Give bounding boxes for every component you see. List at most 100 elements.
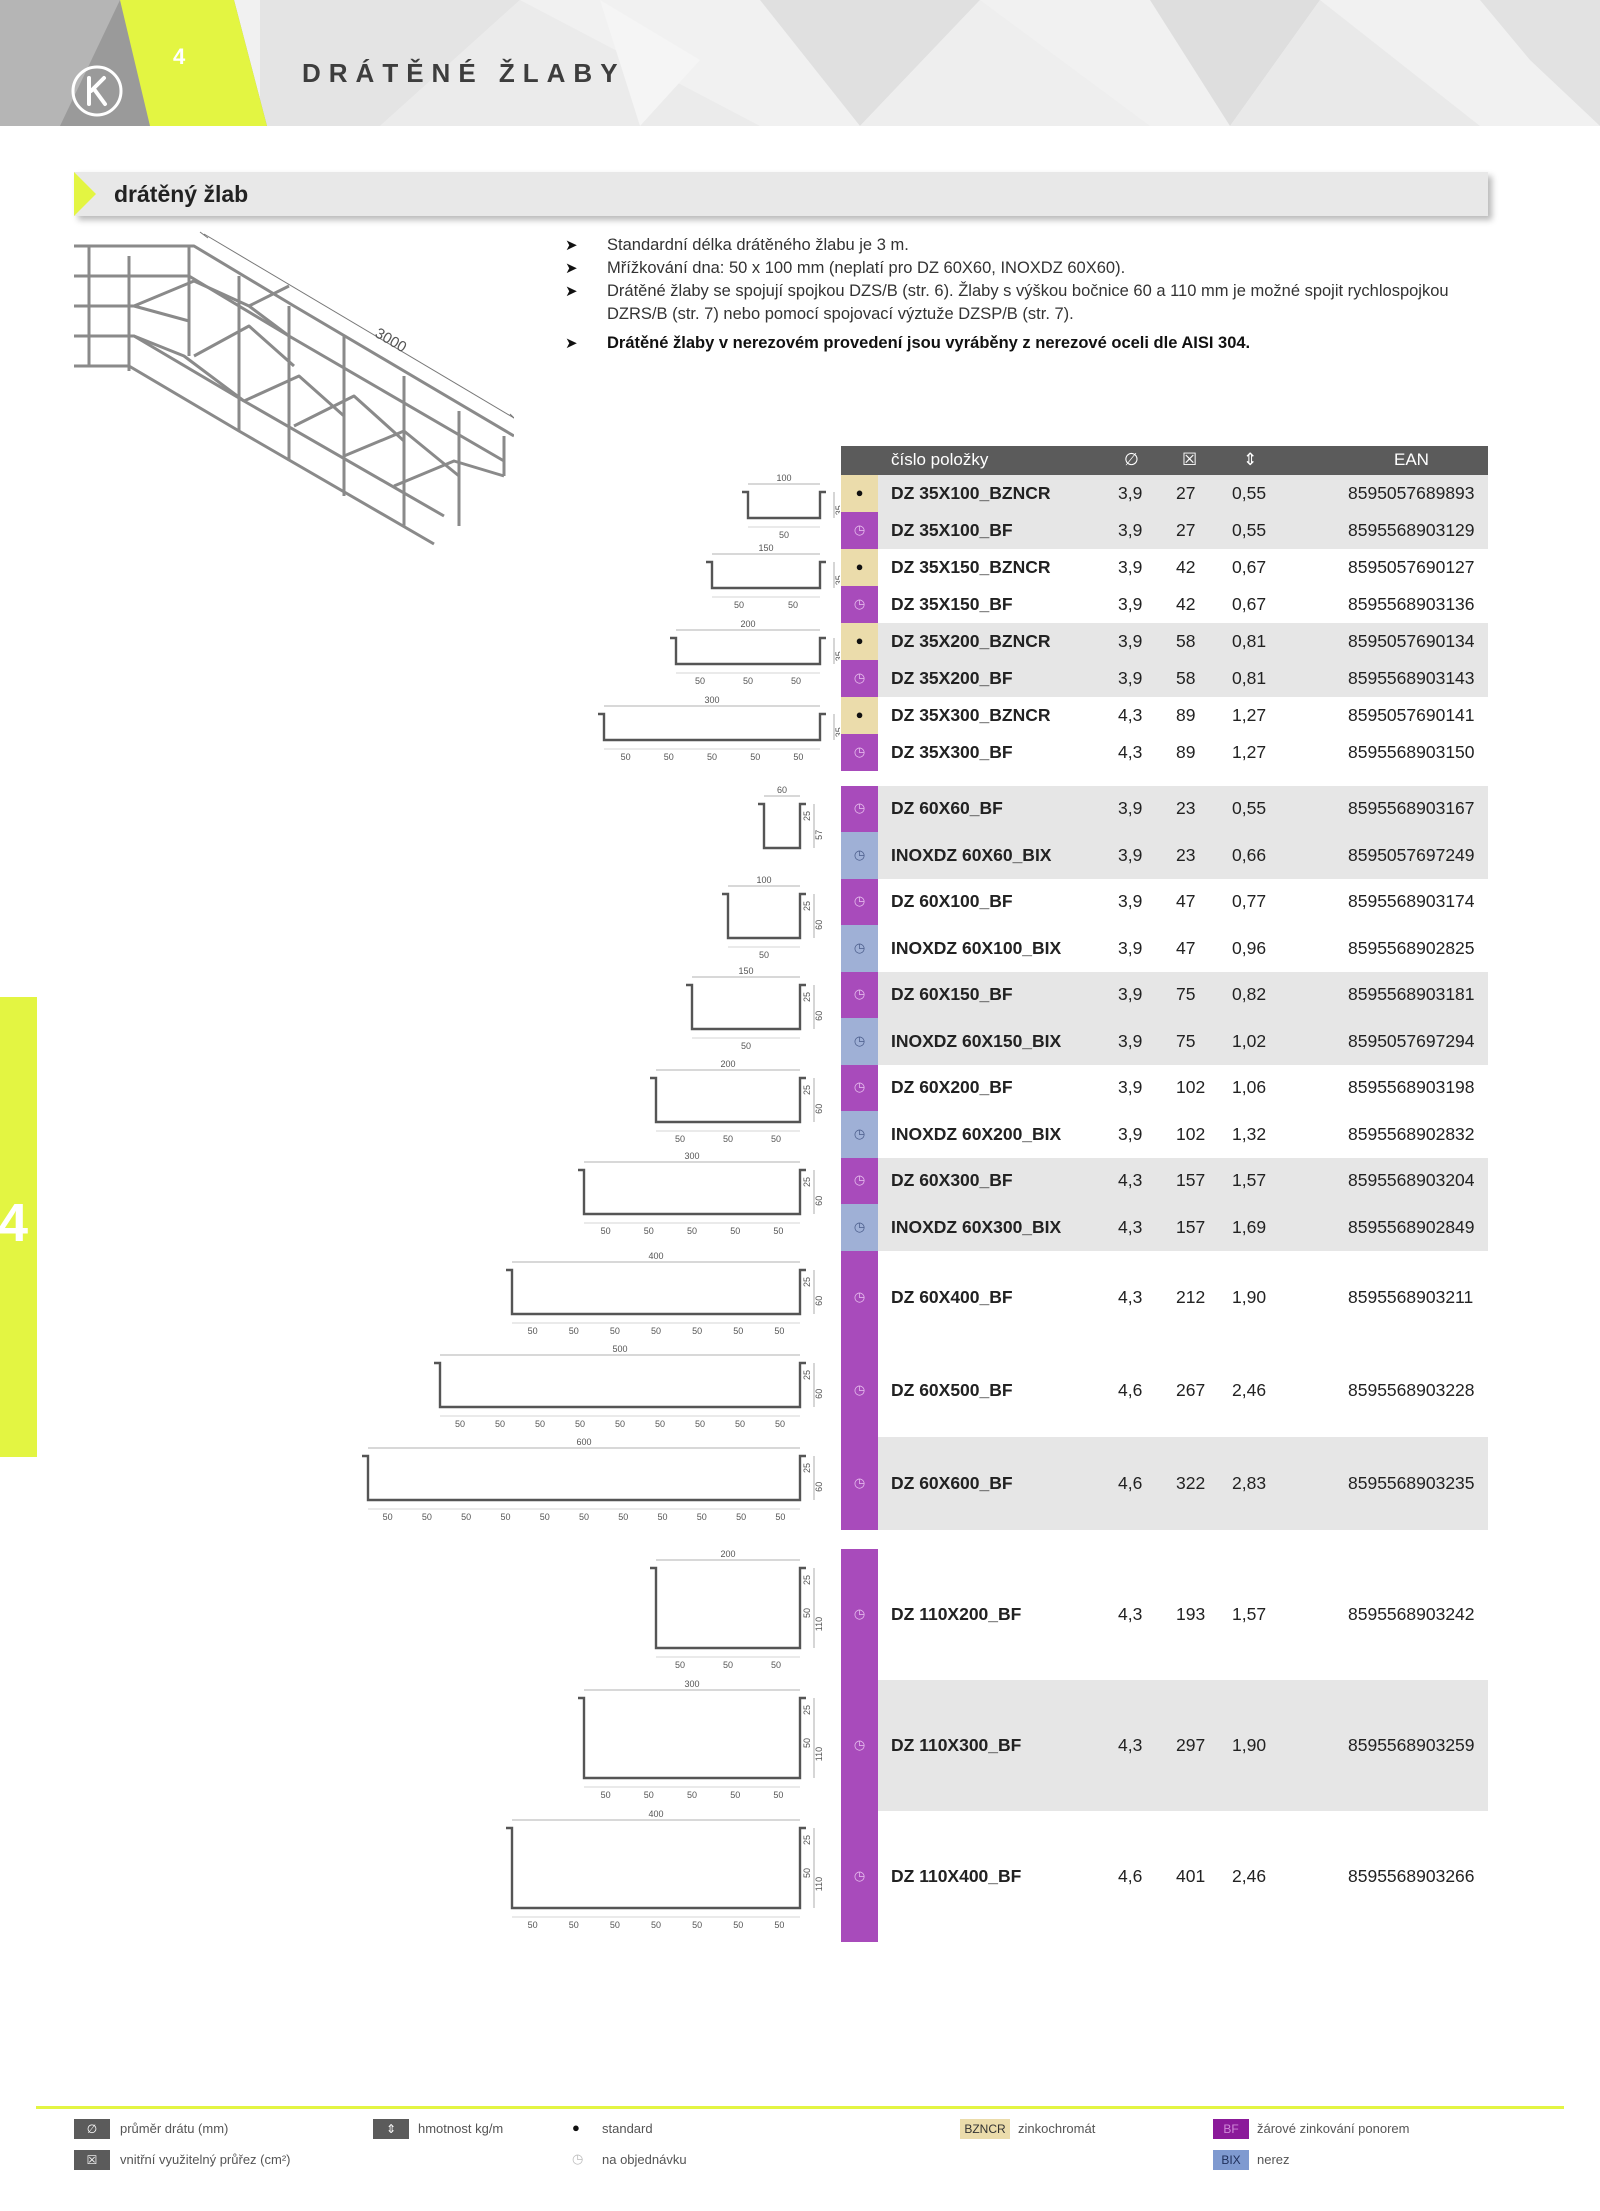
bullet-arrow-icon: ➤ bbox=[565, 335, 578, 352]
cell-w: 1,90 bbox=[1232, 1734, 1267, 1755]
cell-code: DZ 60X300_BF bbox=[891, 1170, 1013, 1190]
tray-profile bbox=[650, 1076, 806, 1124]
cell-d: 3,9 bbox=[1118, 984, 1143, 1004]
spacing-label: 50 bbox=[723, 1660, 733, 1670]
cell-code: DZ 35X200_BF bbox=[891, 667, 1013, 688]
cell-w: 1,06 bbox=[1232, 1077, 1267, 1097]
finish-color-marker: ◷ bbox=[841, 1018, 878, 1065]
bullet-arrow-icon: ➤ bbox=[565, 237, 578, 254]
cell-w: 0,96 bbox=[1232, 937, 1267, 958]
side-label: 25 bbox=[802, 1463, 812, 1473]
cell-w: 0,55 bbox=[1232, 482, 1267, 503]
spacing-label: 50 bbox=[759, 950, 769, 960]
tray-profile bbox=[722, 892, 806, 940]
spacing-label: 50 bbox=[750, 752, 760, 762]
cell-code: DZ 35X150_BF bbox=[891, 593, 1013, 614]
width-label: 200 bbox=[720, 1059, 735, 1069]
cell-a: 89 bbox=[1176, 704, 1196, 725]
cell-w: 1,90 bbox=[1232, 1286, 1267, 1307]
note-text: Standardní délka drátěného žlabu je 3 m. bbox=[607, 236, 909, 254]
header-item-code: číslo položky bbox=[891, 450, 989, 469]
width-label: 500 bbox=[612, 1344, 627, 1354]
finish-color-marker: ◷ bbox=[841, 1111, 878, 1158]
spacing-label: 50 bbox=[775, 1512, 785, 1522]
cell-d: 4,3 bbox=[1118, 741, 1143, 762]
spacing-label: 50 bbox=[793, 752, 803, 762]
order-clock-icon: ◷ bbox=[853, 1125, 866, 1141]
cell-ean: 8595568902832 bbox=[1348, 1123, 1475, 1144]
spacing-label: 50 bbox=[771, 1134, 781, 1144]
spacing-label: 50 bbox=[723, 1134, 733, 1144]
cell-code: INOXDZ 60X100_BIX bbox=[891, 937, 1062, 958]
height-label: 35 bbox=[834, 727, 840, 737]
cell-a: 47 bbox=[1176, 891, 1196, 911]
header-ean: EAN bbox=[1394, 450, 1429, 469]
cell-a: 58 bbox=[1176, 630, 1196, 651]
height-label: 35 bbox=[834, 575, 840, 585]
cell-ean: 8595057690127 bbox=[1348, 556, 1475, 577]
standard-dot-icon: ● bbox=[572, 2120, 580, 2135]
cell-a: 102 bbox=[1176, 1077, 1206, 1097]
cell-d: 3,9 bbox=[1118, 798, 1143, 818]
spacing-label: 50 bbox=[779, 530, 789, 540]
cell-w: 1,27 bbox=[1232, 741, 1267, 762]
order-clock-icon: ◷ bbox=[853, 743, 866, 759]
cell-code: DZ 35X200_BZNCR bbox=[891, 630, 1051, 651]
height-label: 57 bbox=[814, 830, 824, 840]
bix-badge: BIX bbox=[1213, 2150, 1249, 2170]
cell-code: DZ 60X60_BF bbox=[891, 798, 1003, 818]
cell-d: 4,3 bbox=[1118, 1734, 1143, 1755]
spacing-label: 50 bbox=[500, 1512, 510, 1522]
side-label: 50 bbox=[802, 1608, 812, 1618]
note-text: Drátěné žlaby se spojují spojkou DZS/B (… bbox=[607, 282, 1449, 323]
spacing-label: 50 bbox=[741, 1041, 751, 1051]
height-label: 35 bbox=[834, 505, 840, 515]
cell-ean: 8595568903167 bbox=[1348, 798, 1475, 818]
width-label: 100 bbox=[756, 875, 771, 885]
cell-a: 102 bbox=[1176, 1123, 1206, 1144]
order-clock-icon: ◷ bbox=[853, 1172, 866, 1187]
cell-d: 4,3 bbox=[1118, 1216, 1143, 1237]
spacing-label: 50 bbox=[773, 1226, 783, 1236]
cell-d: 3,9 bbox=[1118, 1030, 1143, 1051]
spacing-label: 50 bbox=[651, 1326, 661, 1336]
cell-d: 3,9 bbox=[1118, 891, 1143, 911]
cell-d: 3,9 bbox=[1118, 1077, 1143, 1097]
cell-w: 0,77 bbox=[1232, 891, 1267, 911]
cell-code: DZ 60X200_BF bbox=[891, 1077, 1013, 1097]
note-item: ➤Drátěné žlaby se spojují spojkou DZS/B … bbox=[565, 280, 1465, 326]
area-icon: ☒ bbox=[74, 2150, 110, 2170]
side-label: 25 bbox=[802, 811, 812, 821]
page-number: 4 bbox=[173, 44, 186, 69]
finish-color-marker: ◷ bbox=[841, 925, 878, 972]
finish-color-marker: ◷ bbox=[841, 512, 878, 549]
area-icon: ☒ bbox=[1182, 450, 1198, 469]
cell-code: DZ 35X300_BZNCR bbox=[891, 704, 1051, 725]
cell-ean: 8595568903150 bbox=[1348, 741, 1475, 762]
weight-icon: ⇕ bbox=[373, 2119, 409, 2139]
cell-code: INOXDZ 60X150_BIX bbox=[891, 1030, 1062, 1051]
cell-d: 4,3 bbox=[1118, 1286, 1143, 1307]
cell-w: 0,67 bbox=[1232, 556, 1267, 577]
tray-profile bbox=[362, 1454, 806, 1502]
table-header: číslo položky ∅ ☒ ⇕ EAN bbox=[841, 446, 1488, 475]
cell-code: DZ 60X600_BF bbox=[891, 1472, 1013, 1493]
spacing-label: 50 bbox=[461, 1512, 471, 1522]
cell-d: 3,9 bbox=[1118, 482, 1143, 503]
finish-color-marker: ● bbox=[841, 697, 878, 734]
note-item: ➤ Drátěné žlaby v nerezovém provedení jso… bbox=[565, 332, 1465, 355]
note-text: Drátěné žlaby v nerezovém provedení jsou… bbox=[607, 334, 1251, 352]
cell-d: 3,9 bbox=[1118, 667, 1143, 688]
spacing-label: 50 bbox=[775, 1419, 785, 1429]
cell-w: 0,55 bbox=[1232, 519, 1267, 540]
width-label: 300 bbox=[704, 695, 719, 705]
cell-w: 1,27 bbox=[1232, 704, 1267, 725]
cell-ean: 8595568903242 bbox=[1348, 1603, 1475, 1624]
cell-d: 4,6 bbox=[1118, 1379, 1143, 1400]
